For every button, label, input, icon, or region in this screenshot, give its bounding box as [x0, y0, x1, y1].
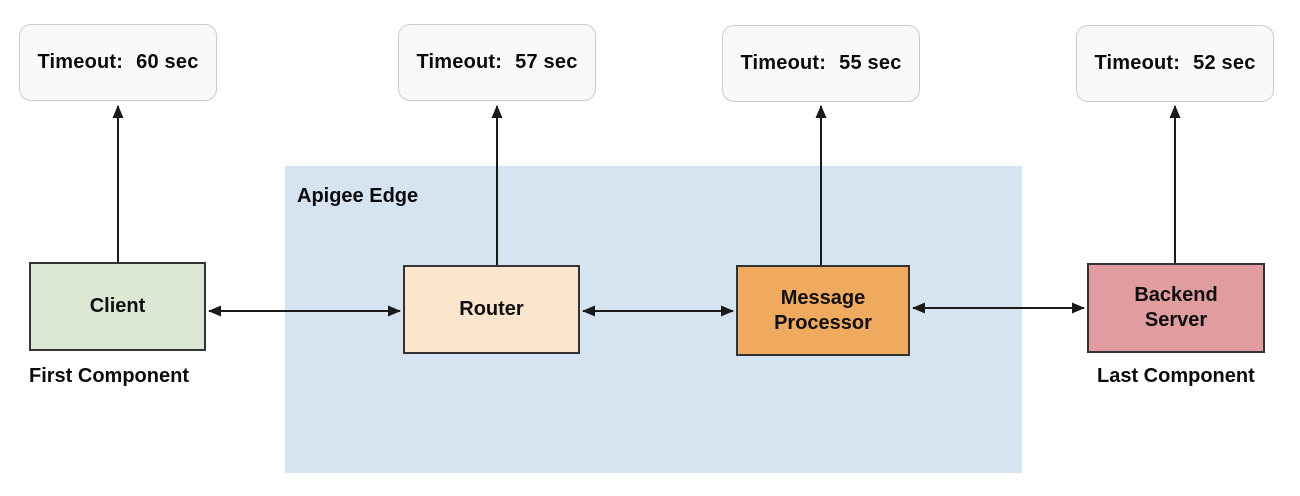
timeout-box-message-processor: Timeout: 55 sec [722, 25, 920, 102]
timeout-value: 55 sec [839, 52, 902, 74]
caption-last-component: Last Component [1097, 365, 1255, 387]
backend-server-label: Backend Server [1134, 284, 1218, 331]
timeout-label: Timeout: [416, 51, 503, 73]
timeout-box-client: Timeout: 60 sec [19, 24, 217, 101]
timeout-box-backend-server: Timeout: 52 sec [1076, 25, 1274, 102]
client-label: Client [89, 295, 146, 317]
timeout-label: Timeout: [37, 51, 124, 73]
router-label: Router [459, 298, 524, 320]
apigee-edge-group-title: Apigee Edge [297, 185, 419, 207]
router-box: Router [403, 265, 580, 354]
backend-server-box: Backend Server [1087, 263, 1265, 353]
timeout-value: 60 sec [136, 51, 199, 73]
client-box: Client [29, 262, 206, 351]
timeout-box-router: Timeout: 57 sec [398, 24, 596, 101]
caption-first-component: First Component [29, 365, 189, 387]
apigee-edge-group: Apigee Edge [285, 166, 1022, 473]
message-processor-label: Message Processor [774, 286, 872, 334]
timeout-label: Timeout: [1094, 52, 1181, 74]
timeout-value: 57 sec [515, 51, 578, 73]
timeout-value: 52 sec [1193, 52, 1256, 74]
message-processor-box: Message Processor [736, 265, 910, 356]
timeout-label: Timeout: [740, 52, 827, 74]
